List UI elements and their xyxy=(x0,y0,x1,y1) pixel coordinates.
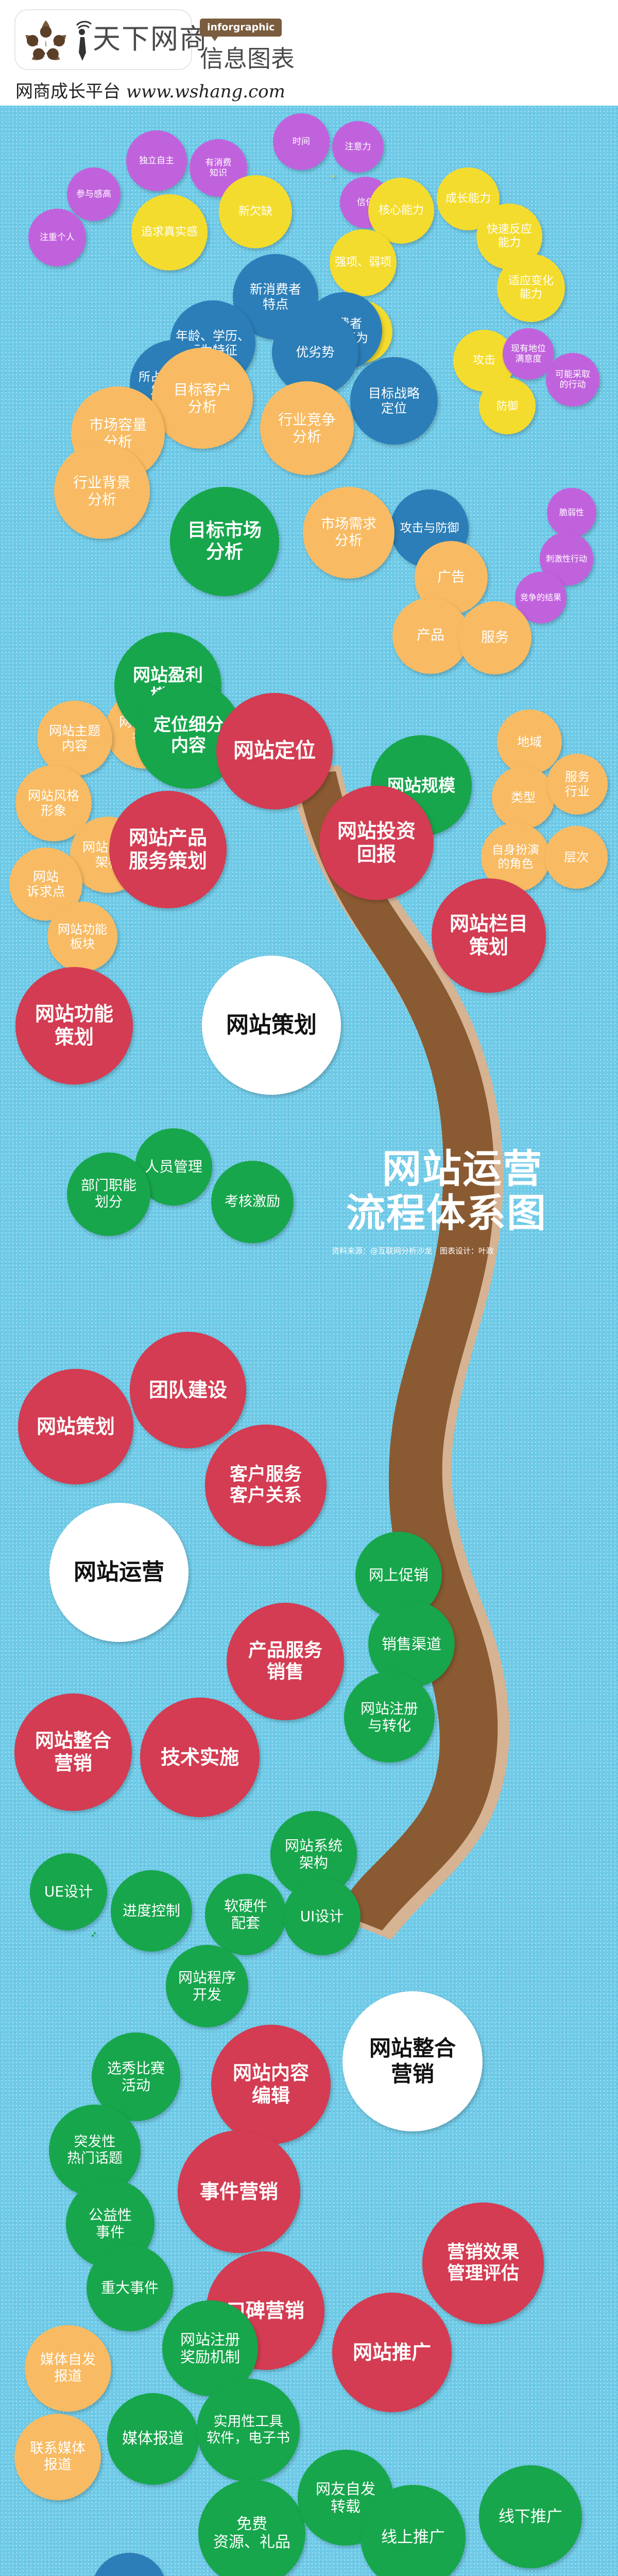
hub-website-operation[interactable]: 网站运营 xyxy=(49,1503,188,1642)
bubble-marketing-effect-evaluation[interactable]: 营销效果管理评估 xyxy=(422,2202,544,2324)
bubble-website-column-planning[interactable]: 网站栏目策划 xyxy=(432,878,546,993)
bubble-defense[interactable]: 防御 xyxy=(479,378,536,434)
bubble-major-event[interactable]: 重大事件 xyxy=(87,2245,173,2331)
logo-box: i 天下网商 xyxy=(14,9,207,70)
bubble-participation[interactable]: 参与感高 xyxy=(67,167,121,221)
credits: 资料来源：@互联网分析沙龙 图表设计：叶政 xyxy=(332,1246,494,1256)
bubble-ue-design[interactable]: UE设计 xyxy=(30,1853,107,1930)
flower-logo-icon: i xyxy=(25,20,66,60)
bubble-website-roi[interactable]: 网站投资回报 xyxy=(319,786,434,900)
bubble-website-function-planning[interactable]: 网站功能策划 xyxy=(15,967,133,1084)
page-title: 网站运营 xyxy=(382,1148,543,1190)
page-header: i 天下网商 inforgraphic 信息图表 网商成长平台 www.wsha… xyxy=(0,0,618,106)
svg-text:i: i xyxy=(45,40,47,48)
bubble-target-strategy[interactable]: 目标战略定位 xyxy=(350,357,438,445)
infographic-badge-cn: 信息图表 xyxy=(200,45,295,73)
hub-integrated-marketing[interactable]: 网站整合营销 xyxy=(342,1991,483,2131)
bubble-department-function[interactable]: 部门职能划分 xyxy=(67,1153,150,1236)
bubble-service[interactable]: 服务 xyxy=(458,601,531,674)
tagline-url: www.wshang.com xyxy=(126,81,285,102)
bubble-event-marketing[interactable]: 事件营销 xyxy=(178,2130,300,2253)
page-title-line2-wrap: 流程体系图 xyxy=(346,1190,547,1236)
bubble-fragility[interactable]: 脆弱性 xyxy=(547,488,596,537)
bubble-website-content-editing[interactable]: 网站内容编辑 xyxy=(211,2025,331,2144)
bubble-type[interactable]: 类型 xyxy=(492,766,555,829)
bubble-hardware-software[interactable]: 软硬件配套 xyxy=(205,1874,286,1955)
bubble-time[interactable]: 时间 xyxy=(273,113,330,170)
bubble-target-customer-analysis[interactable]: 目标客户分析 xyxy=(152,348,253,449)
bubble-industry-background-analysis[interactable]: 行业背景分析 xyxy=(54,443,150,539)
bubble-media-spontaneous-report[interactable]: 媒体自发报道 xyxy=(25,2325,111,2412)
bubble-technical-implementation[interactable]: 技术实施 xyxy=(140,1698,260,1817)
infographic-badge: inforgraphic xyxy=(200,19,282,41)
bubble-website-theme-content[interactable]: 网站主题内容 xyxy=(37,701,112,776)
page-title-line1: 网站运营 xyxy=(382,1146,543,1192)
page-title-line2: 流程体系图 xyxy=(346,1190,547,1236)
bubble-website-positioning[interactable]: 网站定位 xyxy=(216,693,333,809)
bubble-industry-competition-analysis[interactable]: 行业竞争分析 xyxy=(260,381,354,475)
bubble-region[interactable]: 地域 xyxy=(497,709,562,774)
bubble-adapt-change[interactable]: 适应变化能力 xyxy=(497,254,565,322)
bubble-new-gap[interactable]: 新欠缺 xyxy=(219,175,292,248)
hub-website-planning[interactable]: 网站策划 xyxy=(202,956,341,1095)
bubble-offline-promotion[interactable]: 线下推广 xyxy=(479,2465,582,2568)
bubble-service-industry[interactable]: 服务行业 xyxy=(547,754,608,815)
bubble-contact-media-report[interactable]: 联系媒体报道 xyxy=(14,2414,101,2500)
bubble-website-product-service-planning[interactable]: 网站产品服务策划 xyxy=(109,791,227,908)
bubble-authenticity[interactable]: 追求真实感 xyxy=(131,194,208,270)
bubble-customer-service-relations[interactable]: 客户服务客户关系 xyxy=(205,1425,327,1546)
bubble-registration-conversion[interactable]: 网站注册与转化 xyxy=(344,1672,435,1762)
spacer4 xyxy=(94,1932,96,1934)
bubble-website-function-module[interactable]: 网站功能板块 xyxy=(47,902,117,972)
bubble-independent[interactable]: 独立自主 xyxy=(126,130,187,191)
bubble-individual-focus[interactable]: 注重个人 xyxy=(28,209,86,266)
bubble-team-building[interactable]: 团队建设 xyxy=(130,1332,246,1448)
tagline-cn: 网商成长平台 xyxy=(15,81,126,102)
bubble-product-service-sales[interactable]: 产品服务销售 xyxy=(227,1603,344,1720)
wifi-pen-icon xyxy=(76,21,92,61)
bubble-website-program-dev[interactable]: 网站程序开发 xyxy=(166,1945,248,2027)
bubble-website-promotion[interactable]: 网站推广 xyxy=(332,2293,452,2412)
bubble-tier[interactable]: 层次 xyxy=(545,826,608,889)
bubble-practical-tools[interactable]: 实用性工具软件，电子书 xyxy=(197,2379,300,2482)
bubble-assessment-incentive[interactable]: 考核激励 xyxy=(211,1161,294,1243)
bubble-target-market-analysis[interactable]: 目标市场分析 xyxy=(170,487,279,596)
bubble-strength-weakness[interactable]: 强项、弱项 xyxy=(330,229,397,296)
bubble-integrated-marketing-op[interactable]: 网站整合营销 xyxy=(14,1693,132,1811)
bubble-possible-action[interactable]: 可能采取的行动 xyxy=(546,353,599,406)
bubble-product[interactable]: 产品 xyxy=(392,598,469,674)
bubble-ui-design[interactable]: UI设计 xyxy=(283,1878,360,1955)
spacer3 xyxy=(332,175,334,177)
bubble-market-demand-analysis[interactable]: 市场需求分析 xyxy=(303,487,394,579)
spacer5 xyxy=(92,1935,94,1937)
bubble-website-planning-op[interactable]: 网站策划 xyxy=(18,1369,133,1484)
bubble-attention[interactable]: 注意力 xyxy=(332,121,384,173)
bubble-media-report[interactable]: 媒体报道 xyxy=(107,2393,199,2485)
tagline: 网商成长平台 www.wshang.com xyxy=(15,77,285,103)
logo-text: 天下网商 xyxy=(93,23,208,55)
infographic-canvas: 网站运营 流程体系图 资料来源：@互联网分析沙龙 图表设计：叶政 参与感高 独立… xyxy=(0,106,618,2576)
bubble-progress-control[interactable]: 进度控制 xyxy=(111,1870,192,1952)
